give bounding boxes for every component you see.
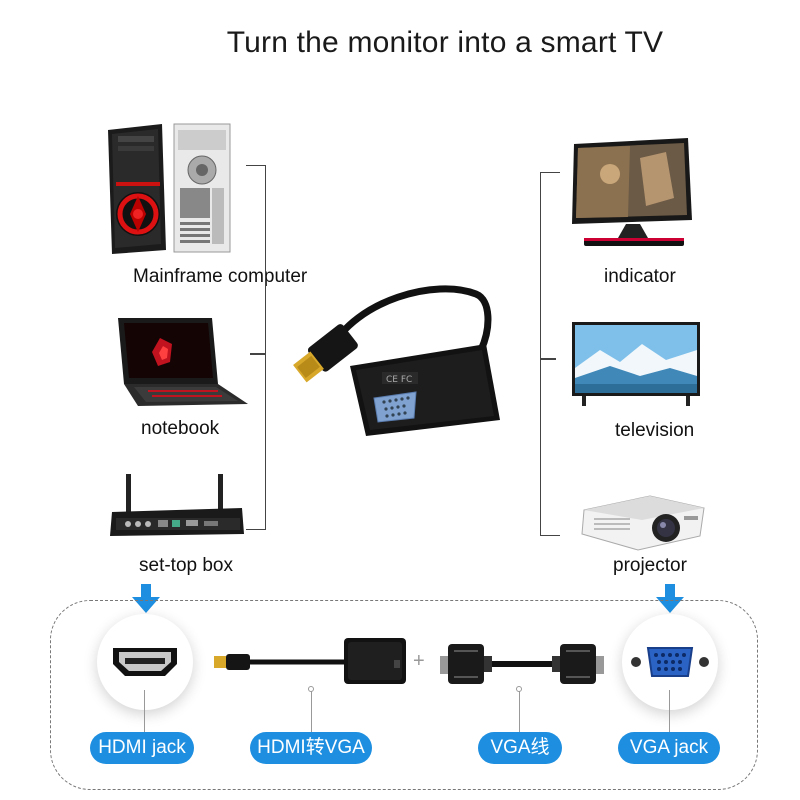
plus-sign: + bbox=[413, 650, 425, 672]
svg-text:CE FC: CE FC bbox=[386, 375, 412, 385]
tag-vga-cable: VGA线 bbox=[478, 732, 562, 764]
hdmi-to-vga-adapter-icon: CE FC bbox=[286, 280, 506, 450]
leader-line-hdmi-vga bbox=[311, 690, 312, 736]
output-label-projector: projector bbox=[613, 555, 687, 576]
leader-dot-vga-cable bbox=[516, 686, 522, 692]
tag-hdmi-jack: HDMI jack bbox=[90, 732, 194, 764]
monitor-icon bbox=[570, 138, 694, 250]
vga-port-icon bbox=[622, 614, 718, 710]
leader-line-vga-cable bbox=[519, 690, 520, 736]
tag-hdmi-vga: HDMI转VGA bbox=[250, 732, 372, 764]
title-area: Turn the monitor into a smart TV bbox=[0, 0, 800, 80]
right-bracket bbox=[540, 172, 560, 536]
leader-dot-hdmi-vga bbox=[308, 686, 314, 692]
arrow-down-right-icon bbox=[656, 584, 684, 614]
right-bracket-mid-tick bbox=[540, 358, 556, 360]
page-title: Turn the monitor into a smart TV bbox=[226, 26, 664, 59]
left-bracket-mid-tick bbox=[250, 353, 266, 355]
set-top-box-icon bbox=[108, 472, 248, 542]
leader-line-hdmi-jack bbox=[144, 690, 145, 736]
components-panel bbox=[50, 600, 758, 790]
source-label-set-top-box: set-top box bbox=[139, 555, 233, 576]
source-label-notebook: notebook bbox=[141, 418, 220, 439]
output-label-television: television bbox=[615, 420, 695, 441]
laptop-icon bbox=[108, 316, 250, 408]
arrow-down-left-icon bbox=[132, 584, 160, 614]
projector-icon bbox=[580, 490, 706, 552]
leader-line-vga-jack bbox=[669, 690, 670, 736]
desktop-computer-icon bbox=[104, 122, 234, 257]
tag-vga-jack: VGA jack bbox=[618, 732, 720, 764]
source-label-mainframe: Mainframe computer bbox=[133, 266, 308, 287]
output-label-indicator: indicator bbox=[604, 266, 676, 287]
left-bracket bbox=[246, 165, 266, 530]
hdmi-vga-adapter-icon bbox=[212, 632, 410, 688]
hdmi-port-icon bbox=[97, 614, 193, 710]
vga-cable-icon bbox=[438, 636, 606, 692]
tv-icon bbox=[570, 320, 702, 408]
